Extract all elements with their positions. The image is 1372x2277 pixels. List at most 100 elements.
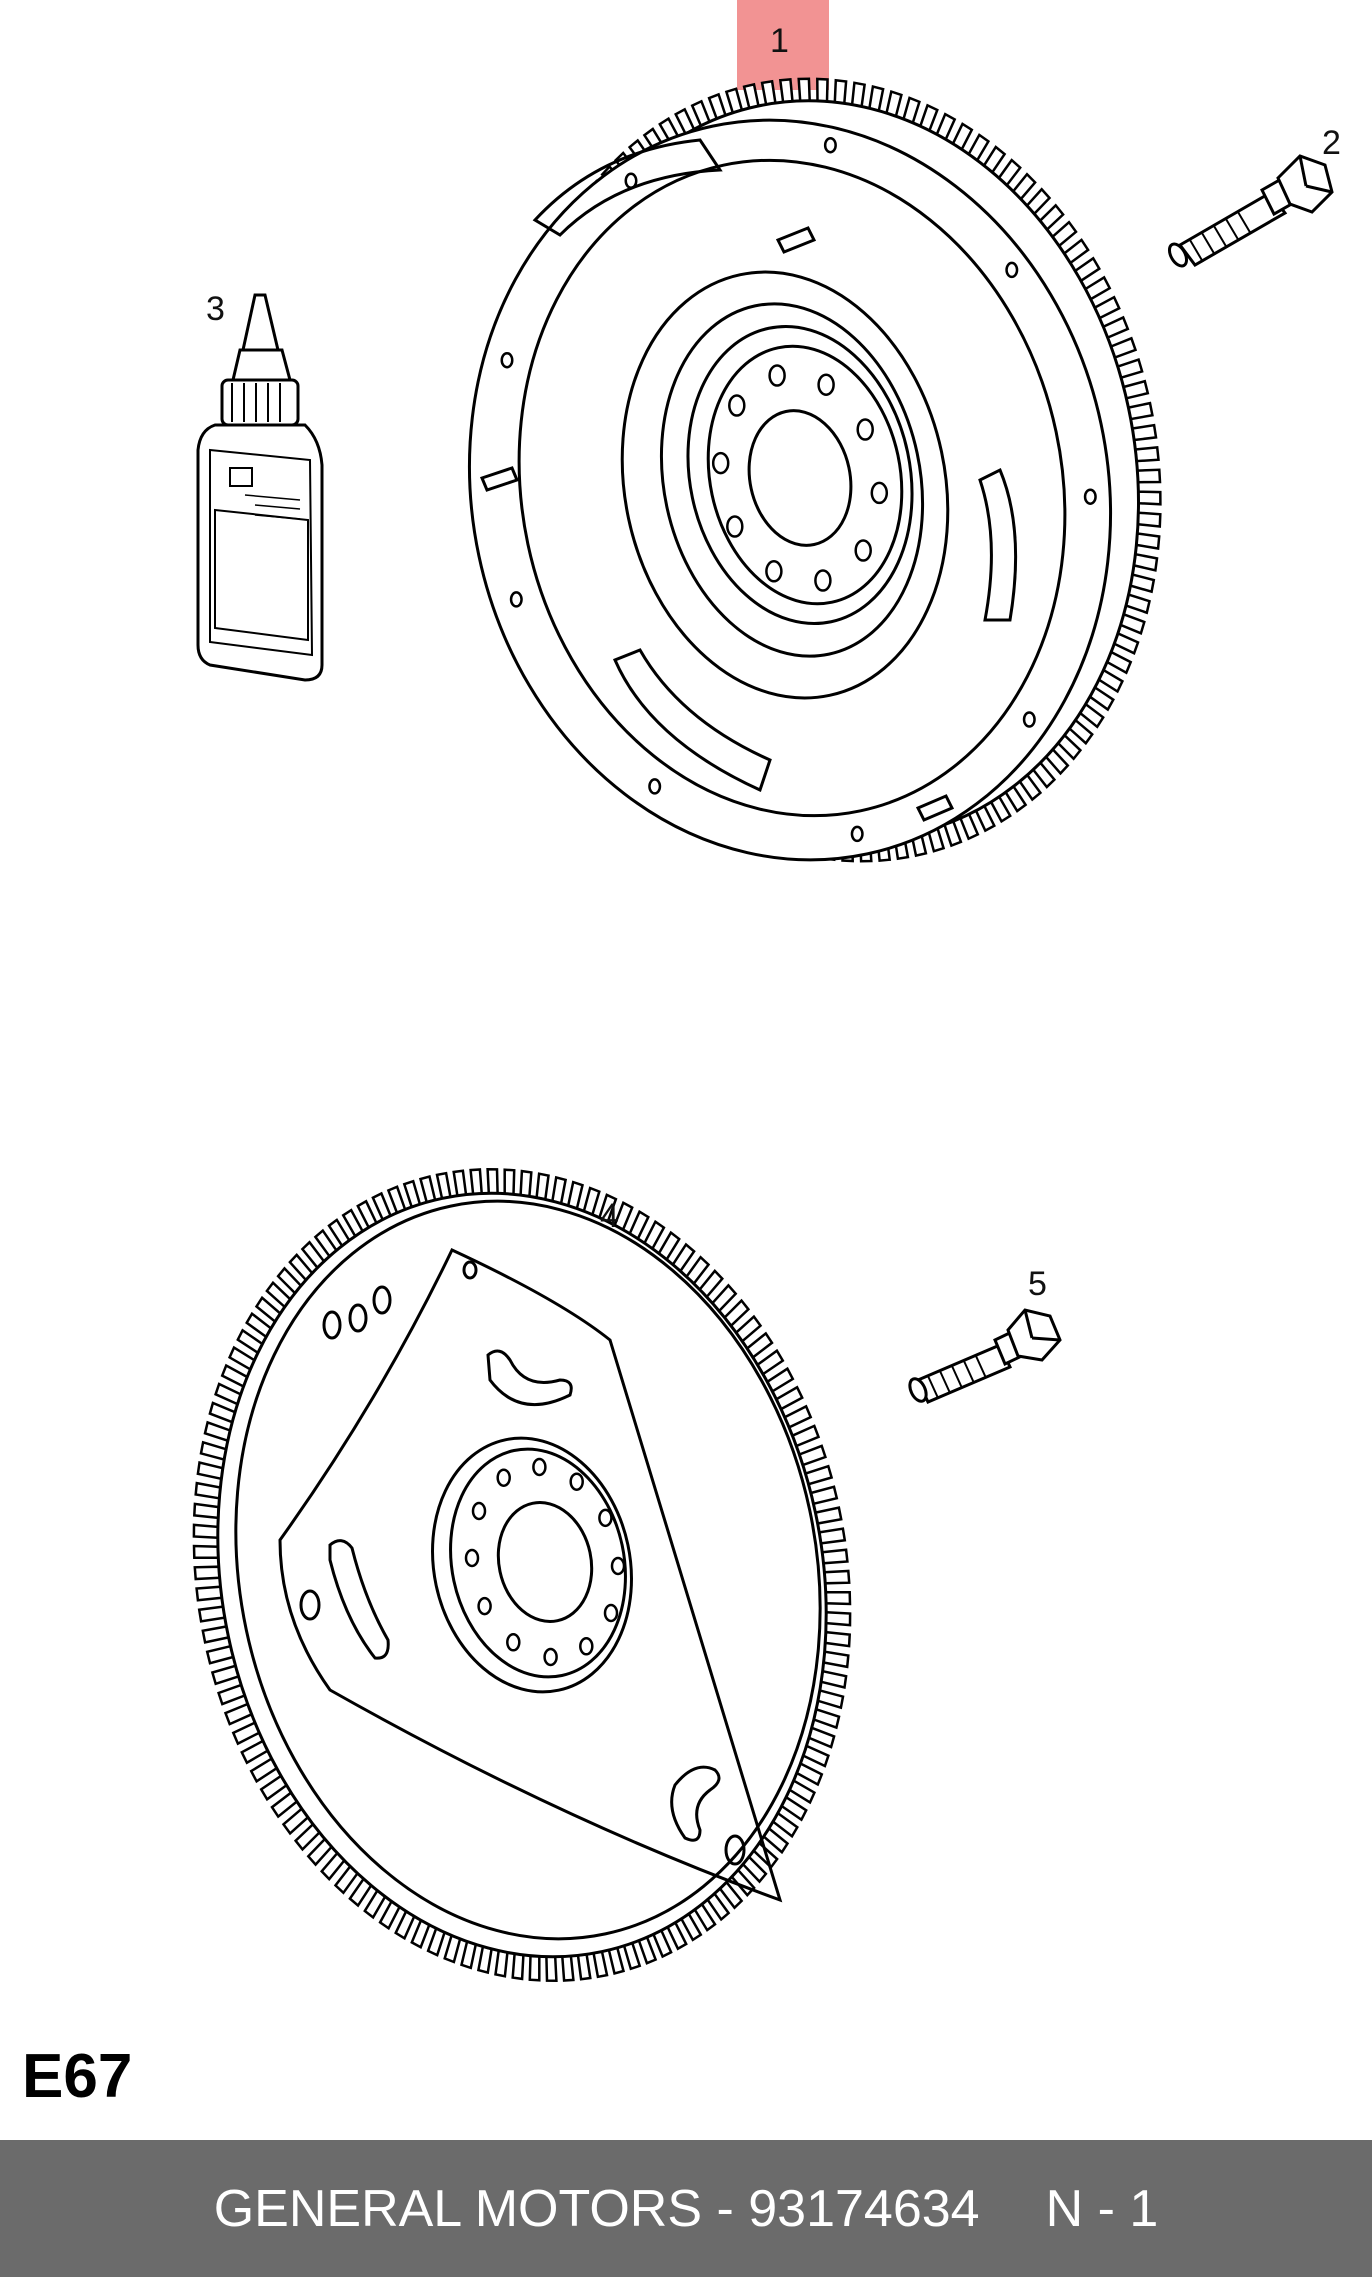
gear-tooth: [797, 77, 811, 103]
bolt-hole: [711, 451, 730, 475]
gear-tooth: [203, 1420, 232, 1443]
gear-tooth: [803, 1464, 834, 1486]
gear-tooth: [622, 1941, 642, 1971]
gear-tooth: [867, 85, 885, 113]
gear-tooth: [494, 1949, 509, 1978]
gear-tooth: [816, 77, 829, 103]
bolt-hole: [1083, 488, 1097, 505]
gear-tooth: [1128, 573, 1156, 594]
flywheel-part-1[interactable]: [402, 44, 1206, 920]
gear-tooth: [560, 1954, 575, 1982]
bolt-hole: [579, 1637, 594, 1656]
gear-tooth: [528, 1954, 541, 1982]
callout-1: 1: [770, 22, 789, 60]
gear-tooth: [535, 1172, 550, 1201]
gear-tooth: [210, 1664, 241, 1686]
callout-4: 4: [600, 1197, 619, 1235]
flexplate-part-4[interactable]: [149, 1136, 896, 2014]
bolt-hole: [496, 1468, 511, 1487]
bolt-hole: [506, 1633, 521, 1652]
gear-tooth: [476, 1945, 494, 1975]
flywheel-1-rim-holes: [500, 136, 1097, 843]
gear-tooth: [545, 1955, 558, 1982]
gear-tooth: [196, 1460, 225, 1481]
gear-tooth: [1137, 490, 1162, 506]
gear-tooth: [822, 1650, 850, 1669]
bolt-hole: [856, 418, 874, 441]
gear-tooth: [486, 1168, 499, 1195]
flexplate-bolt-holes: [464, 1457, 626, 1667]
gear-tooth: [469, 1168, 484, 1196]
bolt-hole: [610, 1556, 626, 1576]
gear-tooth: [205, 1644, 235, 1665]
parts-diagram: 1 2 3 4 5: [149, 0, 1341, 2014]
gear-tooth: [519, 1169, 533, 1198]
gear-tooth: [850, 81, 867, 108]
gear-tooth: [824, 1610, 852, 1627]
bolt-hole: [726, 515, 744, 538]
bolt-hole: [823, 136, 837, 154]
gear-tooth: [1130, 423, 1158, 442]
section-code-label: E67: [22, 2042, 133, 2111]
flexplate-disc: [216, 1191, 828, 1959]
bolt-hole: [532, 1457, 547, 1477]
flywheel-1-dowel-pins: [479, 226, 955, 822]
gear-tooth: [607, 1946, 626, 1975]
footer-brand-part-number: GENERAL MOTORS - 93174634: [213, 2179, 980, 2238]
bolt-hole: [814, 569, 832, 592]
footer-quantity: N - 1: [1045, 2179, 1159, 2238]
flywheel-1-hub: [686, 325, 914, 625]
gear-tooth: [1133, 446, 1160, 463]
bolt-hole: [850, 825, 864, 843]
gear-tooth: [819, 1669, 848, 1690]
bolt-hole: [509, 591, 523, 608]
bolt-hole: [500, 351, 514, 369]
bolt-hole: [603, 1603, 619, 1623]
flywheel-1-center-bore: [747, 409, 853, 547]
gear-tooth: [192, 1544, 220, 1559]
flexplate-center-bore: [496, 1501, 594, 1623]
gear-tooth: [816, 1688, 845, 1710]
gear-tooth: [1135, 468, 1162, 484]
gear-tooth: [812, 1707, 841, 1730]
gear-tooth: [418, 1175, 437, 1204]
flywheel-1-bolt-holes: [711, 364, 889, 592]
gear-tooth: [460, 1939, 478, 1970]
bolt-hole: [870, 481, 889, 505]
callout-1-highlight: [737, 0, 829, 90]
flexplate-slot: [486, 1349, 573, 1407]
bolt-hole: [728, 394, 746, 417]
gear-tooth: [201, 1625, 231, 1644]
sealant-bottle-part-3[interactable]: [196, 293, 324, 682]
bolt-part-2[interactable]: [1166, 154, 1334, 269]
bolt-hole: [817, 373, 835, 396]
bolt-hole: [543, 1647, 558, 1667]
bolt-hole: [477, 1596, 492, 1616]
gear-tooth: [435, 1171, 452, 1200]
callout-2: 2: [1322, 124, 1341, 162]
gear-tooth: [208, 1401, 237, 1424]
gear-tooth: [820, 1548, 849, 1565]
bolt-hole: [768, 364, 786, 387]
gear-tooth: [813, 1506, 843, 1525]
callout-5: 5: [1028, 1265, 1047, 1303]
callout-3: 3: [206, 290, 225, 328]
flywheel-1-pocket: [532, 138, 723, 237]
gear-tooth: [197, 1605, 227, 1623]
bolt-hole: [854, 539, 872, 562]
bolt-hole: [1022, 711, 1036, 728]
bolt-hole: [569, 1472, 584, 1491]
flexplate-stiffener: [278, 1248, 783, 1903]
bolt-hole: [598, 1508, 613, 1528]
gear-tooth: [550, 1175, 568, 1205]
footer-bar: GENERAL MOTORS - 93174634 N - 1: [0, 2140, 1372, 2277]
gear-tooth: [817, 1527, 847, 1545]
gear-tooth: [1136, 511, 1162, 528]
gear-tooth: [807, 1726, 836, 1749]
bolt-part-5[interactable]: [907, 1308, 1062, 1404]
gear-tooth: [503, 1168, 516, 1196]
bolt-hole: [464, 1548, 480, 1568]
gear-tooth: [192, 1523, 220, 1540]
gear-tooth: [809, 1485, 839, 1506]
gear-tooth: [402, 1179, 422, 1209]
